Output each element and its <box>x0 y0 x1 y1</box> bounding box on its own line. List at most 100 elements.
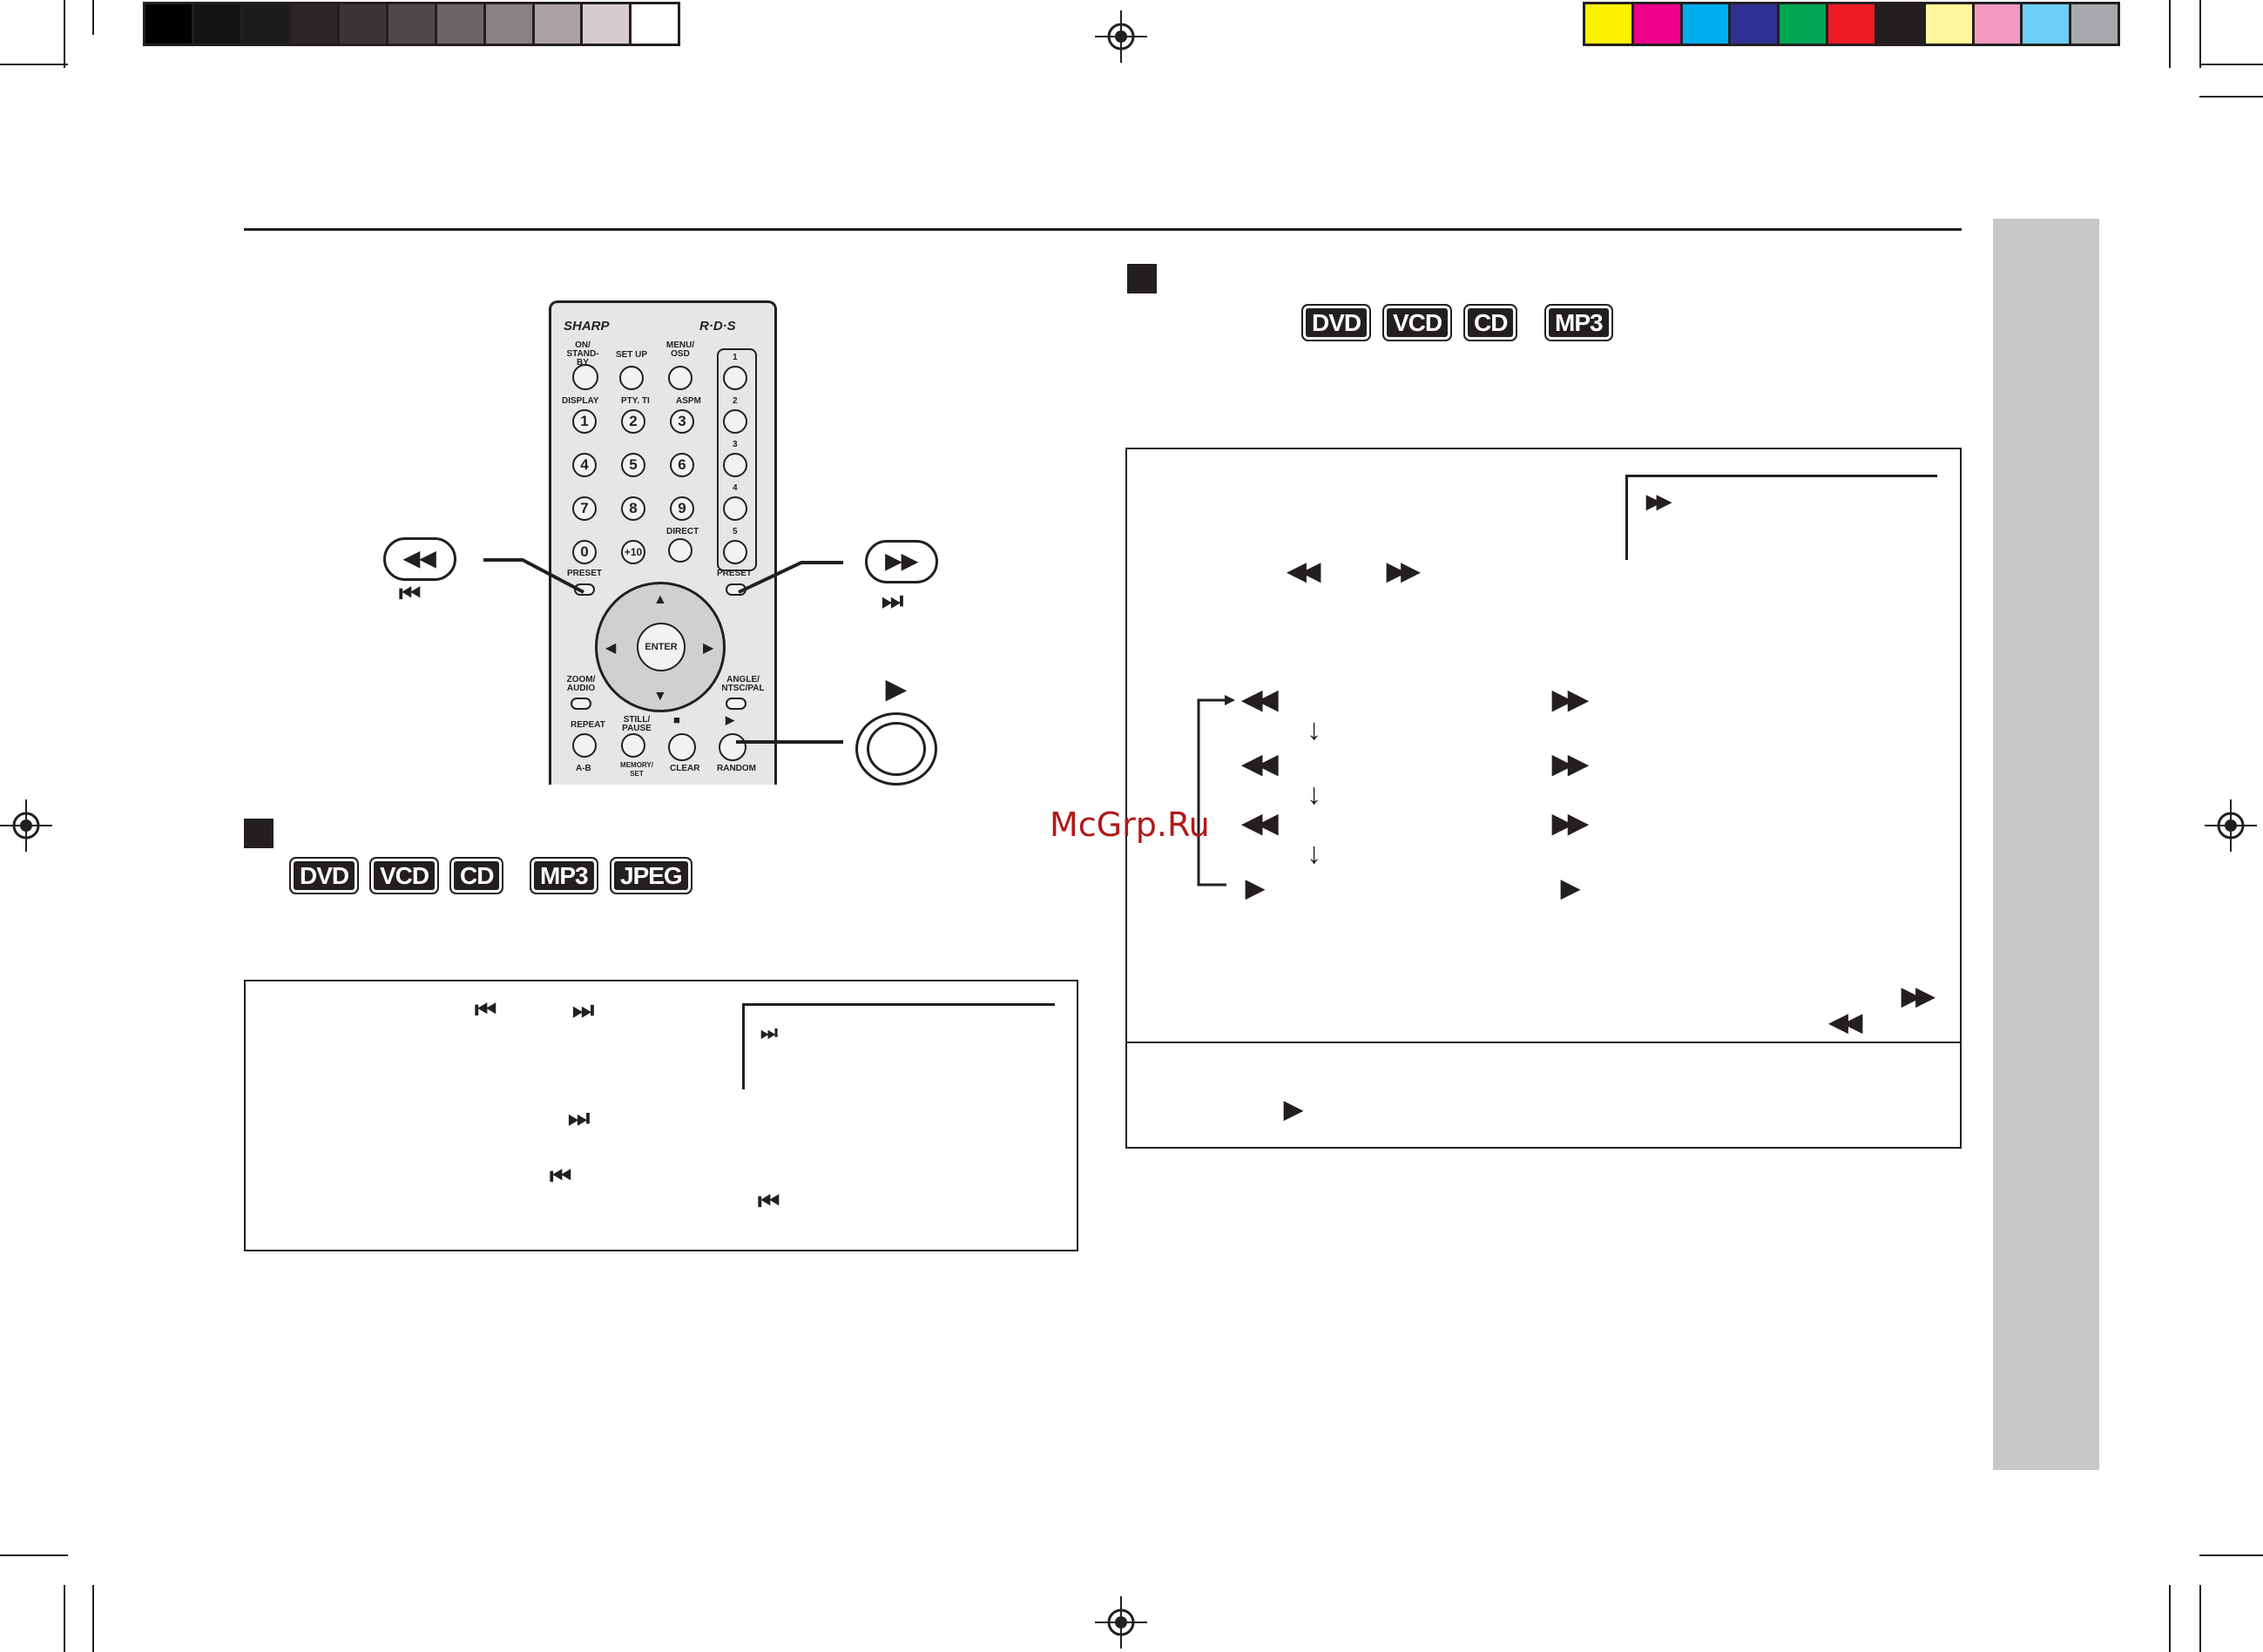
crop-mark <box>2199 96 2263 98</box>
rewind-step-3-icon: ◀◀ <box>1242 809 1278 838</box>
still-pause-button[interactable] <box>621 733 645 758</box>
play-step-right-icon: ▶ <box>1561 874 1579 901</box>
right-note-bracket <box>1625 475 1937 560</box>
header-rule <box>244 228 1962 231</box>
nav-right-icon[interactable]: ▶ <box>703 641 714 656</box>
number-button[interactable]: 1 <box>572 409 597 434</box>
label-repeat: REPEAT <box>571 720 605 730</box>
remote-control: SHARP R·D·S ON/ STAND-BY SET UP MENU/ OS… <box>549 300 777 785</box>
skip-back-icon: ⏮ <box>475 996 497 1023</box>
angle-button[interactable] <box>726 698 746 710</box>
registration-mark-bottom <box>1095 1596 1147 1649</box>
crop-mark <box>2169 0 2171 68</box>
preset-button[interactable] <box>723 496 747 521</box>
fast-forward-icon-note: ▶▶ <box>1902 982 1935 1009</box>
number-button[interactable]: 9 <box>670 496 694 521</box>
label-still-pause: STILL/ PAUSE <box>622 715 652 733</box>
fast-forward-step-1-icon: ▶▶ <box>1552 685 1588 714</box>
rewind-step-2-icon: ◀◀ <box>1242 750 1278 779</box>
number-button[interactable]: 2 <box>621 409 645 434</box>
rds-logo: R·D·S <box>699 319 736 334</box>
on-standby-button[interactable] <box>572 364 598 390</box>
preset-down-button[interactable] <box>574 583 595 596</box>
number-button[interactable]: 8 <box>621 496 645 521</box>
crop-mark <box>2199 1585 2201 1652</box>
format-badge: DVD <box>294 861 355 890</box>
gray-swatch <box>632 4 678 44</box>
stop-button[interactable] <box>668 733 696 761</box>
label-ab: A-B <box>576 764 591 773</box>
color-swatch <box>1731 4 1780 44</box>
number-button[interactable]: 6 <box>670 453 694 477</box>
speed-cycle-bracket <box>1197 695 1235 887</box>
play-button-remote[interactable] <box>719 733 746 761</box>
crop-mark <box>2169 1585 2171 1652</box>
format-badge: MP3 <box>1549 308 1609 337</box>
crop-mark <box>0 64 68 65</box>
color-swatch <box>1974 4 2023 44</box>
number-button[interactable]: 3 <box>670 409 694 434</box>
preset-button[interactable] <box>723 409 747 434</box>
nav-left-icon[interactable]: ◀ <box>605 641 617 656</box>
gray-ramp-bar <box>143 2 680 46</box>
enter-button[interactable]: ENTER <box>637 623 686 671</box>
leader-lines <box>483 558 843 744</box>
number-button[interactable]: 5 <box>621 453 645 477</box>
zoom-audio-button[interactable] <box>571 698 591 710</box>
repeat-button[interactable] <box>572 733 597 758</box>
preset-button[interactable] <box>723 366 747 390</box>
label-preset-right: PRESET <box>717 569 753 578</box>
skip-back-icon-3: ⏮ <box>758 1188 780 1215</box>
color-swatch <box>1633 4 1683 44</box>
preset-strip <box>717 348 757 571</box>
crop-mark <box>2199 64 2263 65</box>
fast-forward-step-2-icon: ▶▶ <box>1552 750 1588 779</box>
nav-up-icon[interactable]: ▲ <box>653 592 667 607</box>
setup-button[interactable] <box>619 366 644 390</box>
color-swatch <box>2071 4 2118 44</box>
number-button[interactable]: +10 <box>621 540 645 564</box>
menu-osd-button[interactable] <box>668 366 692 390</box>
format-badge: VCD <box>374 861 436 890</box>
note-skip-forward-icon: ⏭ <box>760 1022 778 1043</box>
play-icon-note: ▶ <box>1284 1096 1302 1123</box>
remote-brand: SHARP <box>564 319 610 334</box>
play-small-icon: ▶ <box>726 713 734 726</box>
play-callout-inner <box>867 722 926 776</box>
nav-down-icon[interactable]: ▼ <box>653 689 667 704</box>
gray-swatch <box>340 4 389 44</box>
number-button[interactable]: 7 <box>572 496 597 521</box>
down-arrow-icon: ↓ <box>1307 713 1321 746</box>
direct-button[interactable] <box>668 538 692 563</box>
label-zoom-audio: ZOOM/ AUDIO <box>566 675 596 693</box>
down-arrow-icon: ↓ <box>1307 837 1321 870</box>
label-clear: CLEAR <box>670 764 700 773</box>
play-step-left-icon: ▶ <box>1246 874 1264 901</box>
format-badge: DVD <box>1306 308 1368 337</box>
label-on-standby: ON/ STAND-BY <box>566 341 599 367</box>
skip-back-icon-2: ⏮ <box>550 1163 571 1190</box>
crop-mark <box>2199 1554 2263 1556</box>
left-note-bracket <box>742 1003 1055 1089</box>
registration-mark-right <box>2205 799 2257 852</box>
preset-label: 5 <box>733 527 738 536</box>
side-tab <box>1993 219 2099 1470</box>
watermark: McGrp.Ru <box>1050 806 1210 844</box>
preset-button[interactable] <box>723 453 747 477</box>
preset-button[interactable] <box>723 540 747 564</box>
format-badge: JPEG <box>614 861 688 890</box>
label-preset-left: PRESET <box>567 569 603 578</box>
label-aspm: ASPM <box>676 396 701 406</box>
number-button[interactable]: 4 <box>572 453 597 477</box>
registration-mark-left <box>0 799 52 852</box>
fast-forward-callout: ▶▶ <box>865 540 938 583</box>
format-badge: CD <box>1468 308 1514 337</box>
process-color-bar <box>1583 2 2120 46</box>
crop-mark <box>64 0 65 68</box>
fast-forward-icon: ▶▶ <box>1387 557 1420 584</box>
note-fast-forward-icon: ▶▶ <box>1646 490 1672 512</box>
gray-swatch <box>291 4 341 44</box>
label-direct: DIRECT <box>666 527 699 536</box>
number-button[interactable]: 0 <box>572 540 597 564</box>
preset-label: 2 <box>733 396 738 406</box>
